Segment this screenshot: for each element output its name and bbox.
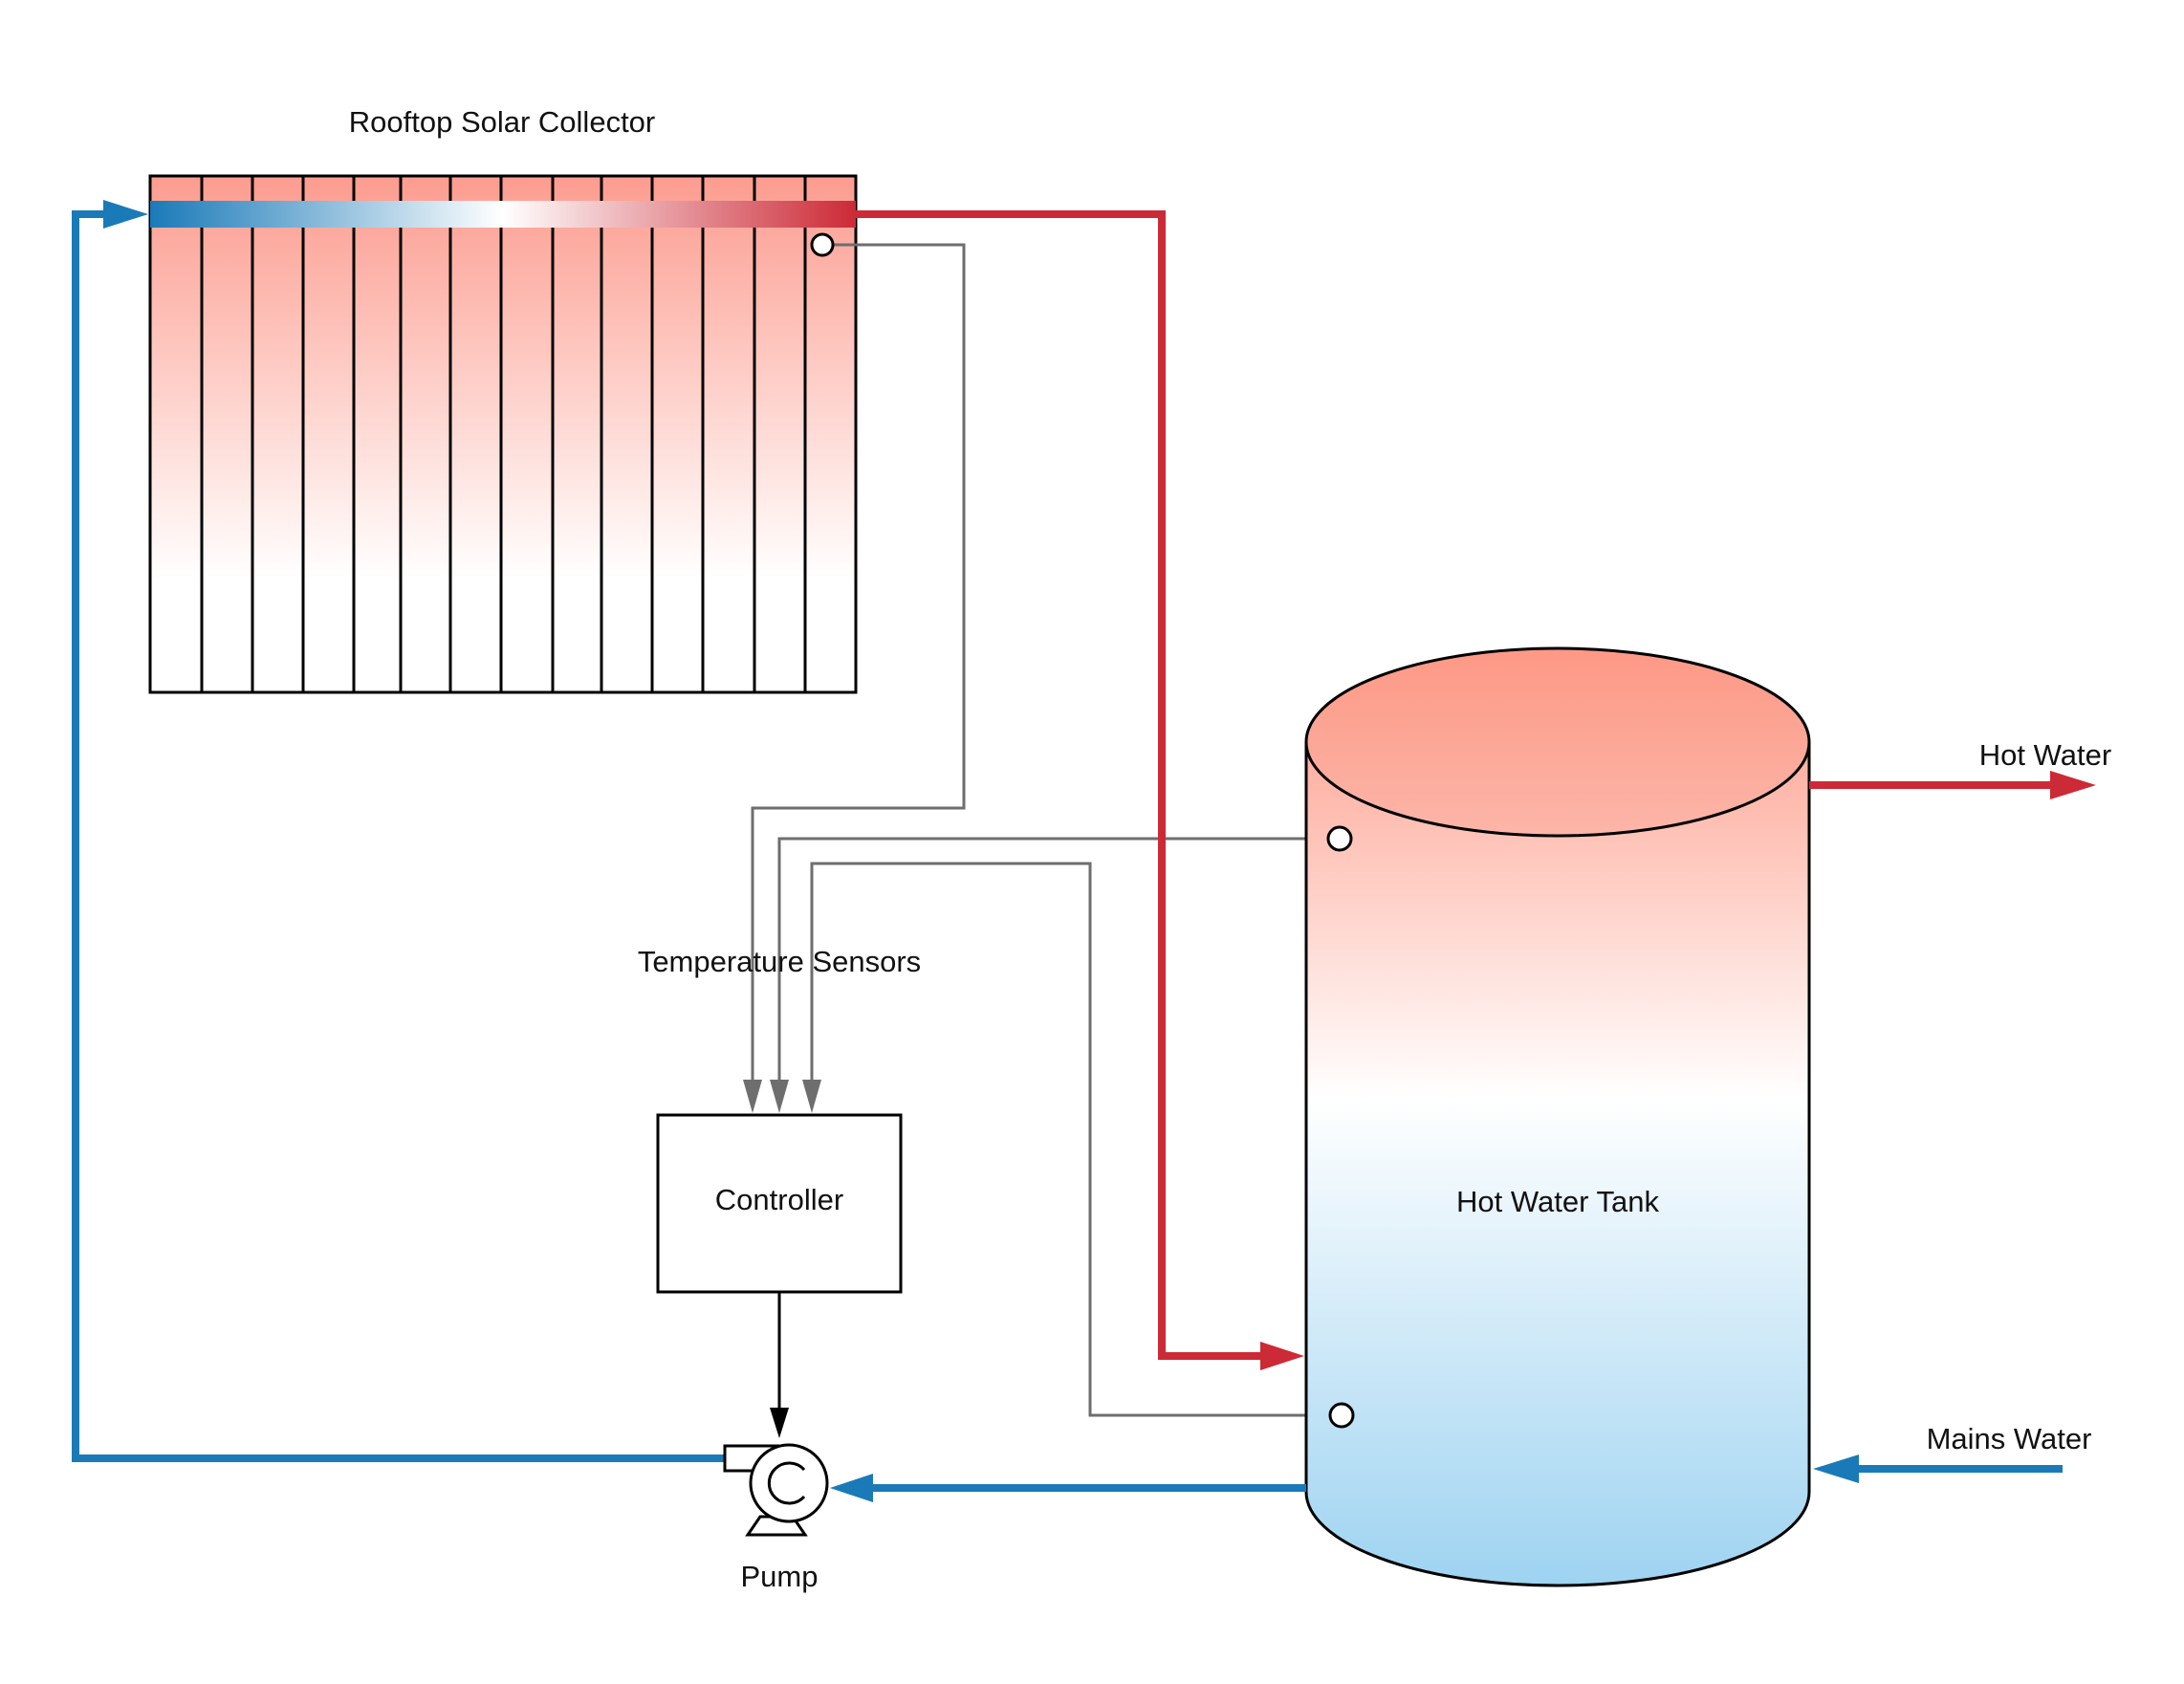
sensor-wires [751,243,1342,1417]
collector-header-pipe [150,201,856,228]
arrow-down-icon [743,1080,762,1113]
pump-label: Pump [741,1560,819,1593]
tank-bottom-sensor-wire [810,862,1342,1417]
arrow-right-icon [2050,771,2096,799]
collector-tubes [200,176,807,692]
pump-to-collector-pipe [72,210,725,1462]
tank-top-sensor-wire [777,837,1340,1084]
collector-panel [148,174,858,694]
arrow-down-icon [770,1408,789,1438]
tank-top-sensor [1326,825,1353,852]
tank-body [1304,742,1811,1587]
controller-label: Controller [715,1183,843,1216]
hot-water-tank [1304,646,1811,1587]
arrow-left-icon [830,1474,873,1502]
tank-bottom-sensor [1328,1402,1355,1429]
arrow-right-icon [103,200,148,229]
tank-top [1304,646,1811,838]
temperature-sensors-label: Temperature Sensors [638,945,921,978]
collector-sensor [810,232,835,257]
cold-pipes [72,210,2063,1492]
arrow-right-icon [1260,1342,1304,1370]
sensor-wire-arrowheads [743,1080,821,1113]
pump-icon [723,1443,829,1537]
controller [656,1113,903,1438]
collector-to-tank-pipe [856,210,1267,1360]
pump-impeller [767,1461,806,1505]
collector-label: Rooftop Solar Collector [349,105,656,139]
hot-arrowheads [1260,771,2096,1370]
arrow-down-icon [770,1080,789,1113]
mains-water-label: Mains Water [1927,1422,2092,1455]
cold-arrowheads [103,200,1859,1502]
tank-label: Hot Water Tank [1456,1185,1659,1218]
arrow-down-icon [802,1080,821,1113]
pump-housing [749,1443,829,1523]
hot-pipes [856,210,2056,1360]
collector-sensor-wire [751,243,966,1084]
temperature-sensors [810,232,1355,1429]
solar-collector [148,174,858,694]
controller-box [656,1113,903,1294]
arrow-left-icon [1813,1454,1859,1483]
hot-water-label: Hot Water [1979,738,2111,772]
